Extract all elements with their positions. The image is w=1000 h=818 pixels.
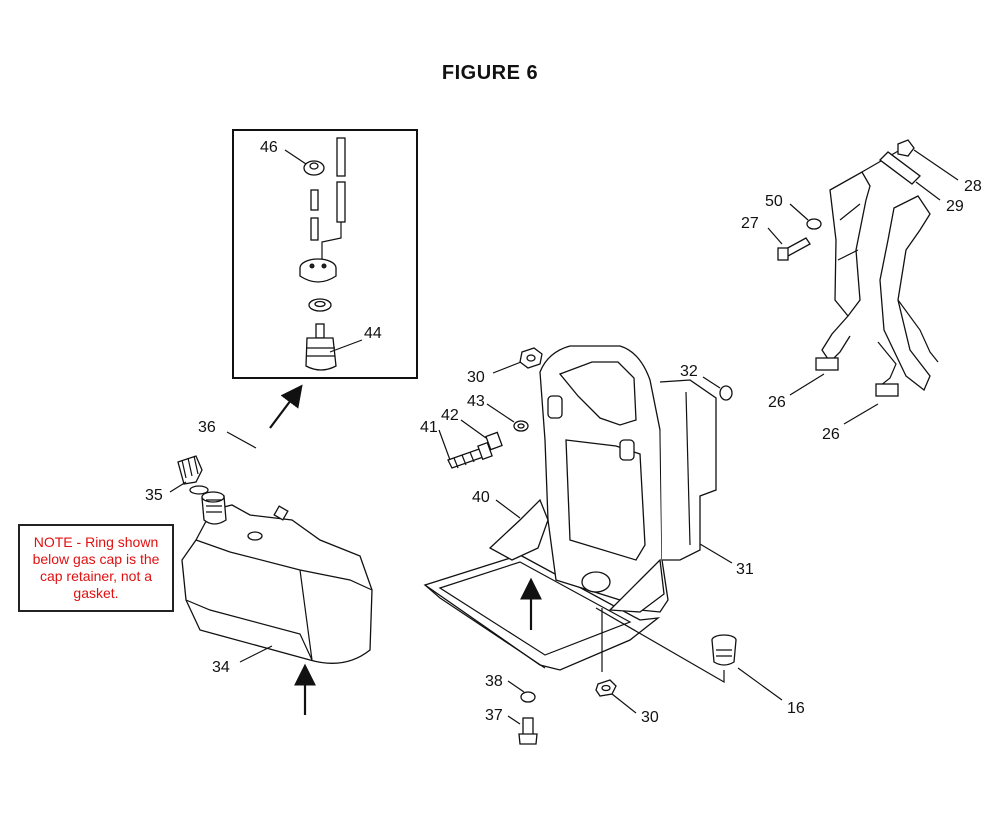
- figure-title: FIGURE 6: [441, 62, 539, 84]
- callout-35: 35: [145, 487, 163, 504]
- fuel-tank-34: [181, 491, 373, 664]
- fuel-line-36: [248, 417, 289, 521]
- callout-30-bottom: 30: [641, 709, 659, 726]
- callout-27: 27: [741, 215, 759, 232]
- bushing-32: [719, 385, 733, 401]
- nut-30-top: [519, 347, 543, 369]
- callout-50: 50: [765, 193, 783, 210]
- callout-38: 38: [485, 673, 503, 690]
- screw-41: [447, 441, 493, 469]
- callout-16: 16: [787, 700, 805, 717]
- callout-41: 41: [420, 419, 438, 436]
- backpack-frame-40: [423, 345, 717, 671]
- callout-43: 43: [467, 393, 485, 410]
- gas-cap-35: [177, 455, 209, 495]
- leader-lines: [169, 149, 959, 725]
- callout-29: 29: [946, 198, 964, 215]
- foot-16: [711, 634, 737, 666]
- callout-26-left: 26: [768, 394, 786, 411]
- spacer-42: [485, 431, 503, 451]
- callout-30-top: 30: [467, 369, 485, 386]
- callout-42: 42: [441, 407, 459, 424]
- callout-26-right: 26: [822, 426, 840, 443]
- harness-straps: [815, 149, 939, 397]
- callout-37: 37: [485, 707, 503, 724]
- callout-46: 46: [260, 139, 278, 156]
- inset-detail: 46 44: [232, 129, 418, 379]
- callout-40: 40: [472, 489, 490, 506]
- callout-31: 31: [736, 561, 754, 578]
- washer-38: [520, 691, 536, 703]
- plate-29: [879, 151, 921, 185]
- callout-32: 32: [680, 363, 698, 380]
- washer-50: [806, 218, 822, 230]
- callout-44: 44: [364, 325, 382, 342]
- nut-28: [897, 139, 915, 157]
- callout-34: 34: [212, 659, 230, 676]
- nut-30-bottom: [595, 679, 617, 697]
- fuel-filter-44: [305, 323, 337, 371]
- inset-arrow: [269, 384, 303, 429]
- note-box: NOTE - Ring shown below gas cap is the c…: [18, 524, 174, 612]
- screw-27: [777, 237, 811, 261]
- callout-36: 36: [198, 419, 216, 436]
- callout-labels: 36 35 34 30 43 42 41 40 32 31 38 37 30 1…: [145, 178, 982, 726]
- grommet-46: [303, 160, 325, 176]
- callout-28: 28: [964, 178, 982, 195]
- bolt-37: [518, 717, 538, 745]
